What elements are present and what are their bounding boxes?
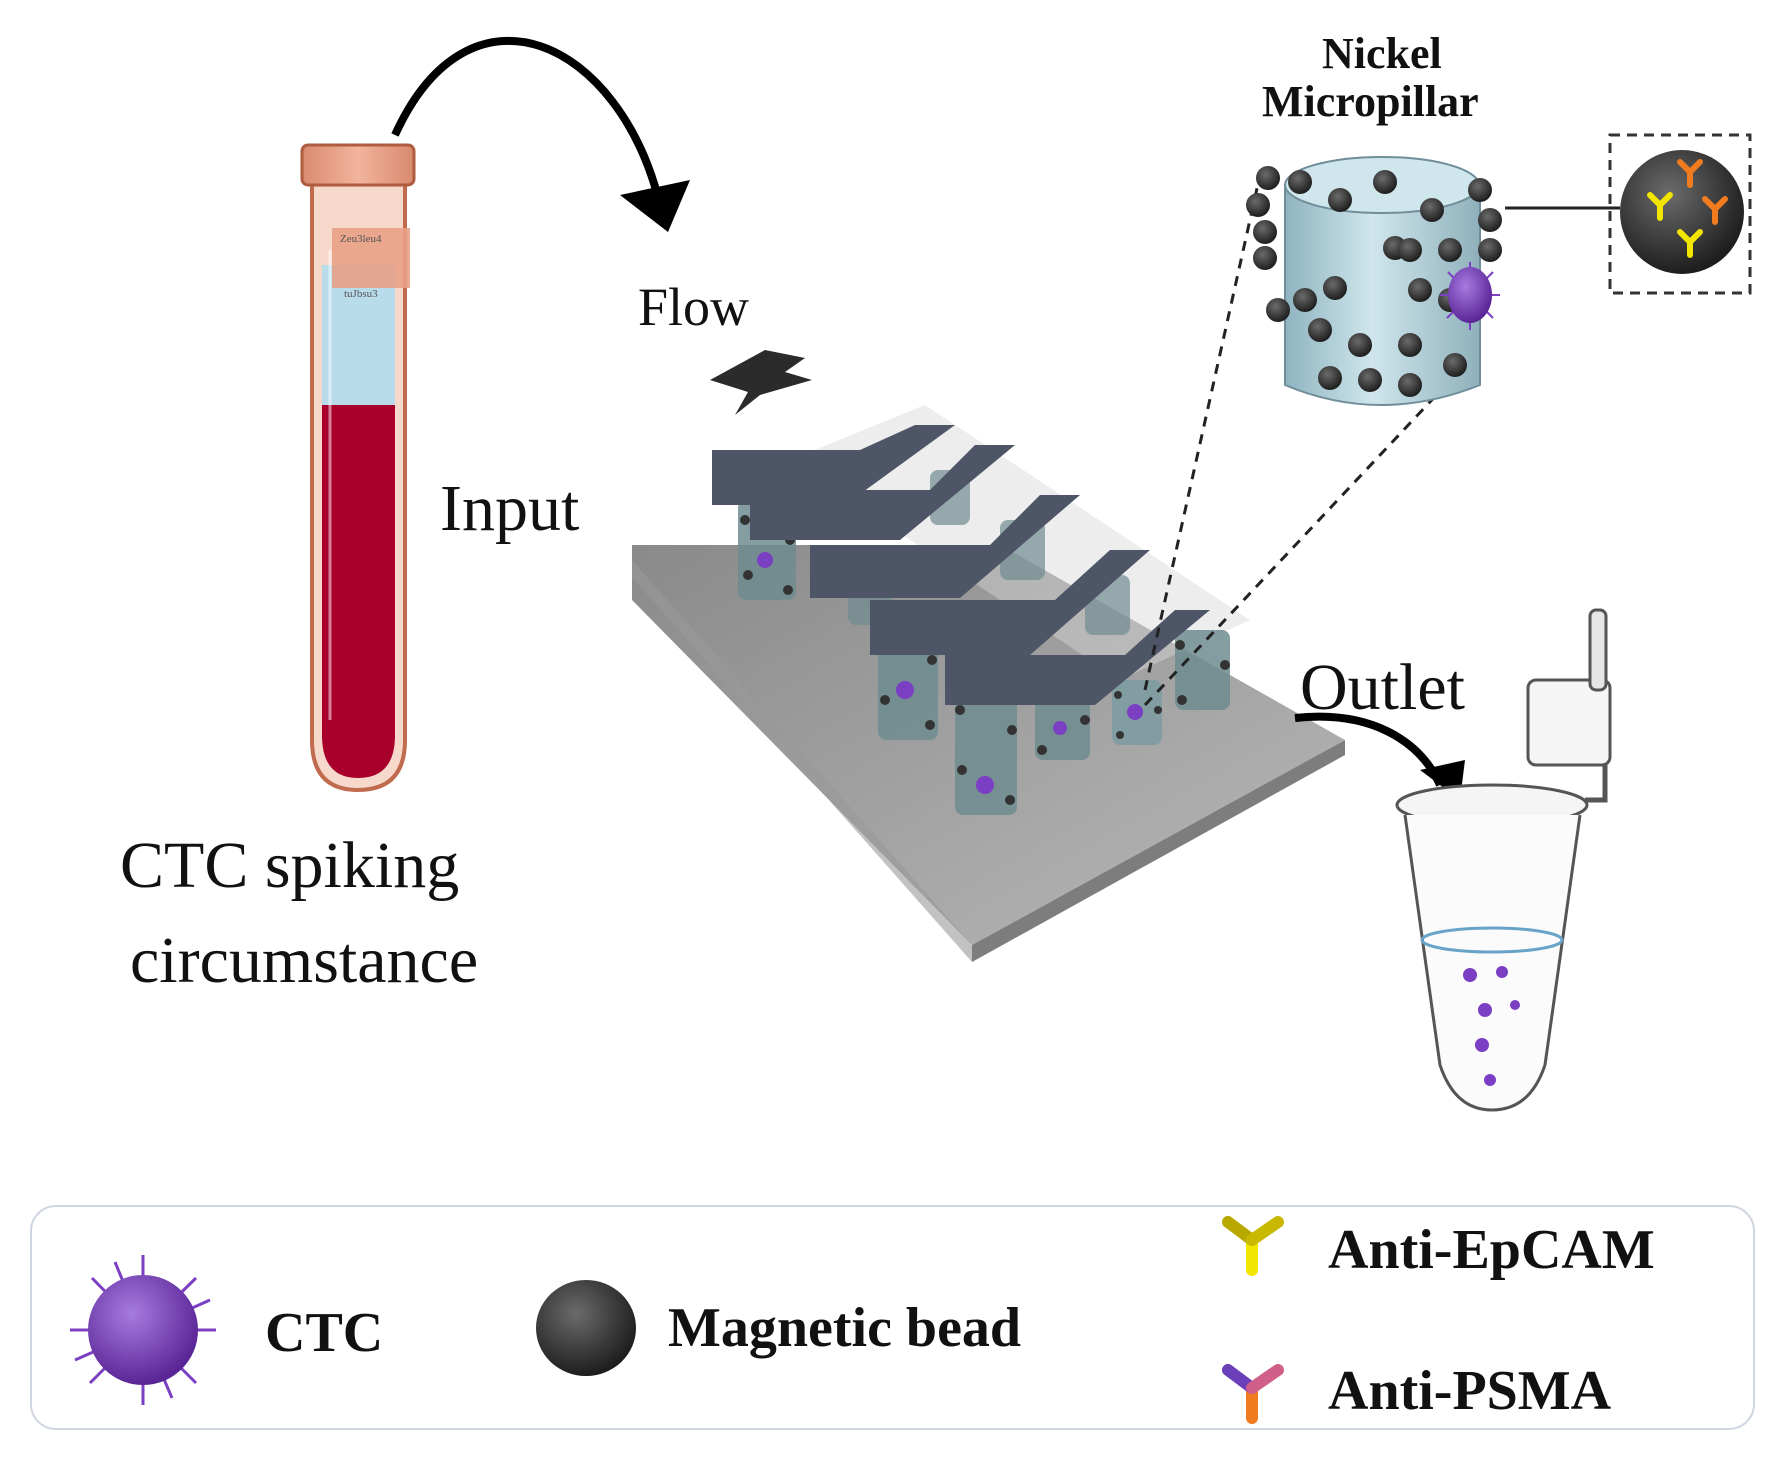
collected-ctcs [1463,966,1520,1086]
sticker-text-2: tuJbsu3 [344,288,378,300]
zoomed-nickel-micropillar [1246,156,1620,406]
legend-ctc-label: CTC [265,1302,384,1364]
zoom-pillar-body [1284,184,1481,406]
tube-caption-line1: CTC spiking [120,829,460,902]
input-label: Input [440,472,580,545]
chip-ctcs [757,552,1143,794]
channel-wall-1 [712,425,955,505]
tube-cap [300,143,416,187]
tube-to-flow-arrowhead [620,180,690,232]
zoom-line-right [1143,368,1462,707]
collection-tube-lid [1526,678,1612,767]
plasma-layer [322,265,395,405]
blood-layer [322,405,395,778]
channel-wall-2 [750,445,1015,540]
legend-psma-label: Anti-PSMA [1328,1360,1612,1422]
collection-tube [1395,608,1612,1112]
collection-tube-lid-tab [1588,608,1608,692]
legend-ctc-icon [70,1255,216,1405]
zoom-title-line2: Micropillar [1262,77,1479,126]
legend-epcam-label: Anti-EpCAM [1328,1219,1655,1281]
zoom-line-left [1143,174,1262,691]
tube-sticker [332,228,410,288]
chip-base-side [972,740,1345,962]
bead-inset-frame [1608,133,1752,295]
zoom-title-line1: Nickel [1322,29,1442,78]
legend-bead-label: Magnetic bead [668,1297,1022,1359]
outlet-label: Outlet [1300,651,1465,724]
channel-walls [712,425,1210,705]
chip-beads [740,515,1230,805]
legend-panel [30,1205,1755,1430]
blood-test-tube: Zeu3leu4 tuJbsu3 [300,143,416,793]
pillar [1175,630,1230,710]
channel-wall-3 [810,495,1080,598]
bead-inset-sphere [1620,150,1744,274]
flow-direction-arrow [710,350,812,415]
channel-wall-5 [945,610,1210,705]
zoom-captured-ctc [1440,262,1500,330]
collection-tube-body [1403,814,1582,1112]
zoom-pillar-beads [1246,166,1502,397]
bead-antibodies [1647,159,1728,258]
legend-bead-icon [536,1280,636,1376]
microfluidic-chip [632,405,1345,962]
tube-to-flow-arrow [391,36,664,206]
legend-epcam-icon [1222,1216,1284,1276]
sticker-text-1: Zeu3leu4 [340,233,382,245]
collection-tube-fill-line [1420,926,1564,954]
collection-tube-hinge [1585,765,1608,803]
chip-base-edge [632,560,972,962]
legend-psma-icon [1222,1364,1284,1424]
zoomed-bead-inset [1608,133,1752,295]
channel-wall-4 [870,550,1150,655]
tube-caption-line2: circumstance [130,924,479,997]
flow-label: Flow [638,277,750,337]
pillar [955,690,1017,815]
